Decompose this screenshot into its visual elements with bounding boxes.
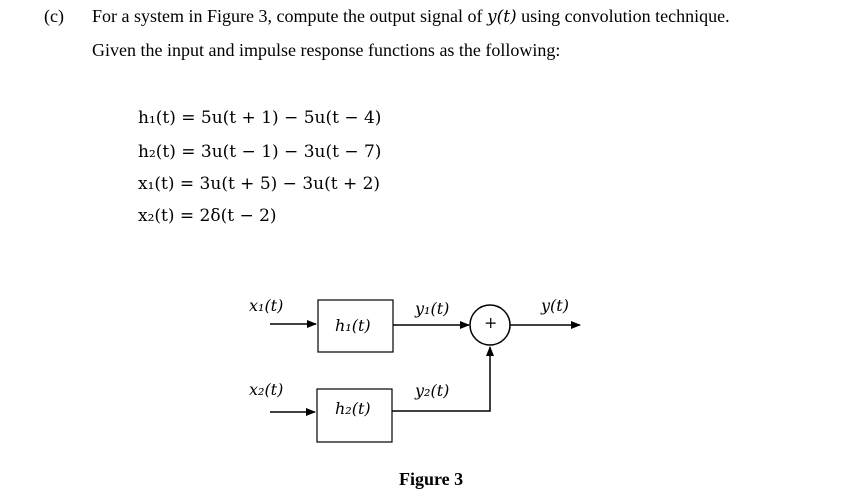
signal-y1-label: y₁(t) <box>415 299 450 318</box>
equation-x1: x₁(t) = 3u(t + 5) − 3u(t + 2) <box>138 174 381 194</box>
signal-y2-label: y₂(t) <box>415 381 450 400</box>
y2-path <box>392 346 494 412</box>
question-text-after: using convolution technique. <box>516 6 730 26</box>
question-line-1: For a system in Figure 3, compute the ou… <box>92 6 730 27</box>
question-math-y: y(t) <box>486 7 517 27</box>
equation-x2: x₂(t) = 2δ(t − 2) <box>138 206 277 226</box>
question-line-2: Given the input and impulse response fun… <box>92 40 561 60</box>
block-h1-label: h₁(t) <box>335 316 371 335</box>
part-label: (c) <box>44 6 64 26</box>
block-h2 <box>316 388 393 443</box>
input2-label: x₂(t) <box>249 380 284 399</box>
figure-caption: Figure 3 <box>399 469 464 489</box>
block-h1 <box>317 299 394 353</box>
equation-h2: h₂(t) = 3u(t − 1) − 3u(t − 7) <box>138 142 382 162</box>
question-text-before: For a system in Figure 3, compute the ou… <box>92 6 487 26</box>
summer-plus: + <box>484 313 498 332</box>
equation-h1: h₁(t) = 5u(t + 1) − 5u(t − 4) <box>138 108 382 128</box>
output-label: y(t) <box>541 296 569 315</box>
input1-label: x₁(t) <box>249 296 284 315</box>
block-h2-label: h₂(t) <box>335 399 371 418</box>
